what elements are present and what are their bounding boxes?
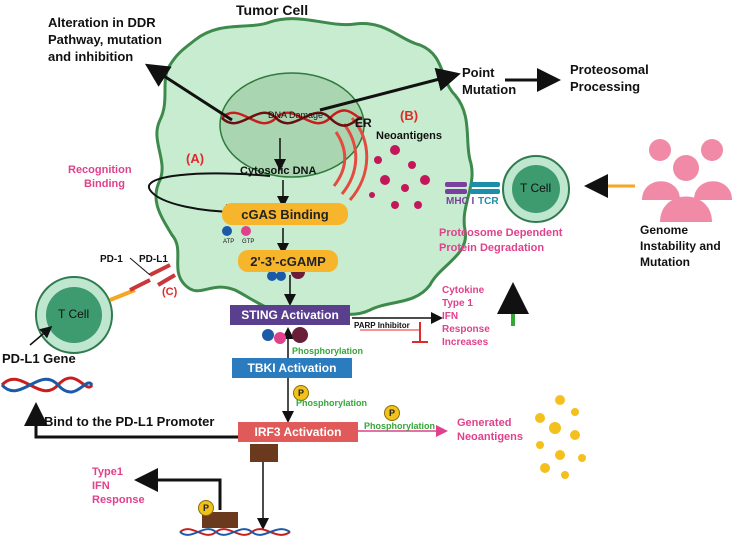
point-mutation-line1: Point: [462, 65, 495, 80]
tbki-activation-box: TBKI Activation: [232, 358, 352, 378]
pd1-pdl1-receptors: [129, 263, 177, 292]
people-icon: [642, 139, 732, 222]
ddr-text-line3: and inhibition: [48, 49, 134, 64]
sting-activation-box: STING Activation: [230, 305, 350, 325]
label-a: (A): [186, 151, 205, 166]
recognition-line1: Recognition: [68, 164, 132, 176]
generated-line2: Neoantigens: [457, 431, 524, 443]
label-c: (C): [162, 286, 178, 298]
phosphorylation-label-2: Phosphorylation: [296, 398, 368, 408]
cytosolic-dna-label: Cytosolic DNA: [240, 165, 317, 177]
mhc-label: MHC I: [446, 196, 475, 207]
gtp-label: GTP: [242, 239, 255, 245]
cytokine-line3: IFN: [442, 311, 459, 322]
right-t-cell-label: T Cell: [520, 181, 552, 195]
neoantigens-label: Neoantigens: [376, 130, 443, 142]
phosphorylation-label-3: Phosphorylation: [364, 421, 436, 431]
nucleus: [219, 72, 365, 178]
dna-damage-label: DNA Damage: [268, 110, 324, 120]
type1-line3: Response: [92, 494, 145, 506]
generated-line1: Generated: [457, 417, 512, 429]
bottom-dna: [179, 528, 291, 536]
cytokine-line1: Cytokine: [442, 285, 485, 296]
parp-inhibitor-label: PARP Inhibitor: [354, 321, 410, 330]
point-mutation-line2: Mutation: [462, 82, 517, 97]
proteosomal-line2: Processing: [570, 79, 641, 94]
mhc-tcr-receptors: [445, 182, 500, 194]
genome-line1: Genome: [640, 223, 689, 237]
pd-l1-gene-label: PD-L1 Gene: [2, 351, 76, 366]
tumor-cell-title: Tumor Cell: [236, 2, 309, 18]
pd1-label: PD-1: [100, 254, 123, 265]
phosphate-badge-1: P: [293, 385, 309, 401]
proteosome-line1: Proteosome Dependent: [439, 227, 563, 239]
proteosomal-line1: Proteosomal: [570, 62, 649, 77]
er-label: ER: [355, 116, 372, 130]
phosphorylation-label-1: Phosphorylation: [292, 346, 364, 356]
irf3-activation-box: IRF3 Activation: [238, 422, 358, 442]
cgas-binding-box: cGAS Binding: [222, 203, 348, 225]
tcr-label: TCR: [478, 196, 499, 207]
cgamp-box: 2'-3'-cGAMP: [238, 250, 338, 272]
cytokine-line5: Increases: [442, 337, 489, 348]
dna-helix: [221, 109, 363, 127]
type1-line2: IFN: [92, 480, 110, 492]
atp-label: ATP: [223, 239, 235, 245]
genome-line3: Mutation: [640, 255, 690, 269]
neoantigen-dots: [369, 145, 430, 209]
ddr-text-line1: Alteration in DDR: [48, 15, 156, 30]
phosphate-badge-3: P: [198, 500, 214, 516]
pd-l1-gene-dna: [0, 376, 94, 394]
cytokine-line2: Type 1: [442, 298, 473, 309]
cytokine-line4: Response: [442, 324, 490, 335]
generated-neoantigen-dots: [535, 395, 586, 479]
er-structure: [332, 116, 369, 201]
phosphate-badge-2: P: [384, 405, 400, 421]
proteosome-line2: Protein Degradation: [439, 242, 545, 254]
type1-line1: Type1: [92, 466, 123, 478]
left-t-cell-label: T Cell: [58, 307, 90, 321]
recognition-line2: Binding: [84, 178, 125, 190]
ddr-text-line2: Pathway, mutation: [48, 32, 162, 47]
label-b: (B): [400, 108, 419, 123]
bind-promoter-label: Bind to the PD-L1 Promoter: [44, 414, 215, 429]
genome-line2: Instability and: [640, 239, 721, 253]
pdl1-label: PD-L1: [139, 254, 168, 265]
